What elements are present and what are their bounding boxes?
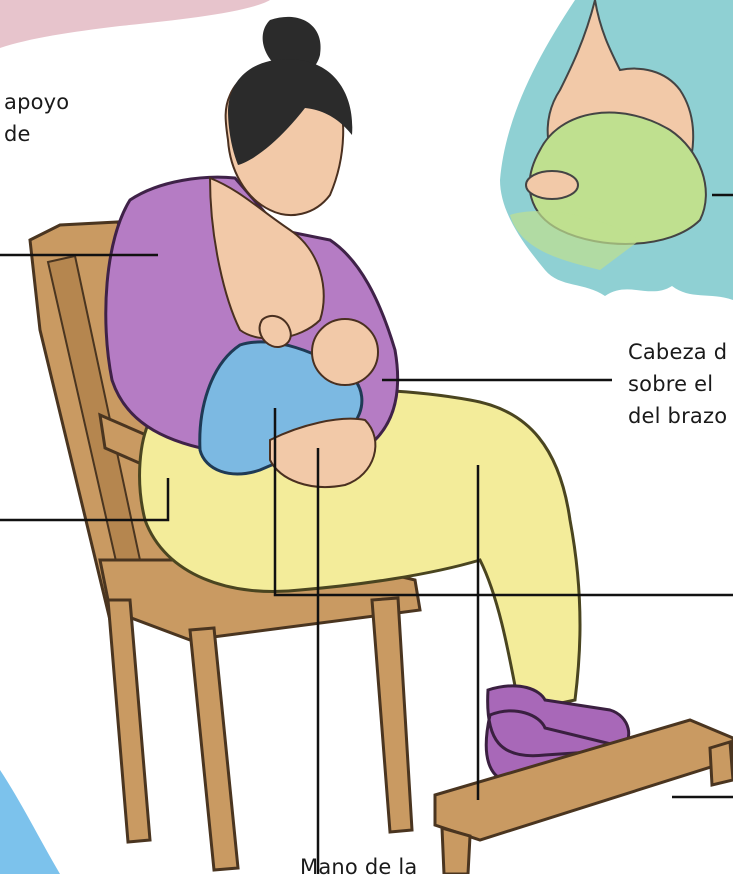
- label-line: apoyo: [4, 86, 69, 118]
- label-line: Cabeza d: [628, 336, 727, 368]
- label-back-support: apoyo de: [4, 86, 69, 150]
- label-line: sobre el: [628, 368, 727, 400]
- inset-nursing-detail: [500, 0, 733, 300]
- mother-head: [226, 17, 353, 215]
- label-line: de: [4, 118, 69, 150]
- pink-brush-stroke: [0, 0, 270, 48]
- label-hand: Mano de la: [300, 851, 417, 883]
- label-head-on-arm: Cabeza d sobre el del brazo: [628, 336, 727, 432]
- label-line: del brazo: [628, 400, 727, 432]
- label-line: Mano de la: [300, 851, 417, 883]
- blue-corner-accent: [0, 770, 60, 874]
